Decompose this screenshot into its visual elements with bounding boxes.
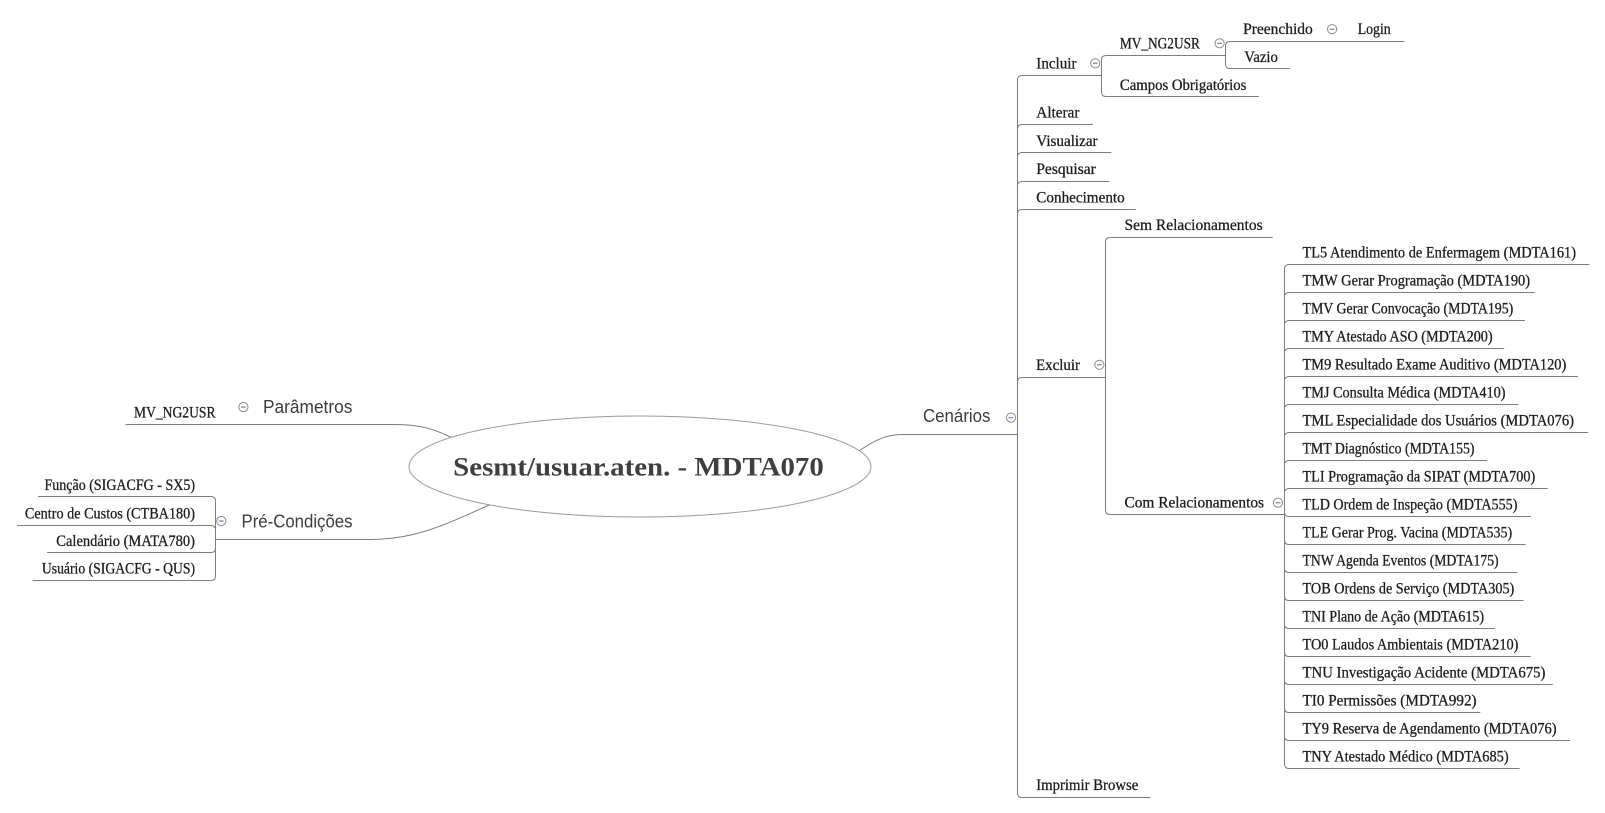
svg-text:Sesmt/usuar.aten. - MDTA070: Sesmt/usuar.aten. - MDTA070 xyxy=(453,453,824,482)
svg-text:MV_NG2USR: MV_NG2USR xyxy=(134,404,216,421)
svg-text:TMJ Consulta Médica (MDTA410): TMJ Consulta Médica (MDTA410) xyxy=(1303,385,1506,402)
svg-text:Campos Obrigatórios: Campos Obrigatórios xyxy=(1120,77,1247,94)
svg-text:MV_NG2USR: MV_NG2USR xyxy=(1120,35,1200,52)
svg-text:Calendário (MATA780): Calendário (MATA780) xyxy=(56,533,195,550)
svg-text:Excluir: Excluir xyxy=(1036,357,1081,374)
svg-text:Pré-Condições: Pré-Condições xyxy=(242,512,353,532)
svg-text:Preenchido: Preenchido xyxy=(1243,21,1313,38)
svg-text:TOB Ordens de Serviço (MDTA305: TOB Ordens de Serviço (MDTA305) xyxy=(1303,581,1515,598)
svg-text:TI0 Permissões (MDTA992): TI0 Permissões (MDTA992) xyxy=(1303,693,1477,710)
svg-text:Incluir: Incluir xyxy=(1036,55,1077,72)
svg-text:Parâmetros: Parâmetros xyxy=(263,397,352,417)
svg-text:Centro de Custos (CTBA180): Centro de Custos (CTBA180) xyxy=(25,506,195,523)
svg-text:TMY Atestado ASO (MDTA200): TMY Atestado ASO (MDTA200) xyxy=(1303,329,1493,346)
svg-text:TNW Agenda Eventos (MDTA175): TNW Agenda Eventos (MDTA175) xyxy=(1303,553,1499,570)
svg-text:TLI Programação da SIPAT (MDTA: TLI Programação da SIPAT (MDTA700) xyxy=(1303,469,1536,486)
svg-text:TLD Ordem de Inspeção (MDTA555: TLD Ordem de Inspeção (MDTA555) xyxy=(1303,497,1518,514)
svg-text:Conhecimento: Conhecimento xyxy=(1036,189,1124,206)
svg-text:Cenários: Cenários xyxy=(923,406,991,426)
svg-text:Visualizar: Visualizar xyxy=(1036,133,1098,150)
svg-text:TNU Investigação Acidente (MDT: TNU Investigação Acidente (MDTA675) xyxy=(1303,665,1546,682)
svg-text:Login: Login xyxy=(1358,21,1391,38)
svg-text:Função (SIGACFG - SX5): Função (SIGACFG - SX5) xyxy=(45,477,196,494)
svg-text:TMW Gerar Programação (MDTA190: TMW Gerar Programação (MDTA190) xyxy=(1303,273,1531,290)
svg-text:Vazio: Vazio xyxy=(1244,49,1278,66)
svg-text:Usuário (SIGACFG - QUS): Usuário (SIGACFG - QUS) xyxy=(42,561,195,578)
svg-text:TMV Gerar Convocação (MDTA195): TMV Gerar Convocação (MDTA195) xyxy=(1303,301,1514,318)
svg-text:TL5 Atendimento de Enfermagem: TL5 Atendimento de Enfermagem (MDTA161) xyxy=(1303,245,1577,262)
svg-text:Imprimir Browse: Imprimir Browse xyxy=(1036,777,1138,794)
svg-text:TLE Gerar Prog. Vacina (MDTA53: TLE Gerar Prog. Vacina (MDTA535) xyxy=(1303,525,1513,542)
svg-text:TML Especialidade dos Usuários: TML Especialidade dos Usuários (MDTA076) xyxy=(1303,413,1575,430)
svg-text:Com Relacionamentos: Com Relacionamentos xyxy=(1125,495,1265,512)
svg-text:TNI Plano de Ação (MDTA615): TNI Plano de Ação (MDTA615) xyxy=(1303,609,1485,626)
svg-text:TY9 Reserva de Agendamento (MD: TY9 Reserva de Agendamento (MDTA076) xyxy=(1303,721,1557,738)
svg-text:TMT Diagnóstico (MDTA155): TMT Diagnóstico (MDTA155) xyxy=(1303,441,1475,458)
svg-text:Alterar: Alterar xyxy=(1036,105,1080,122)
svg-text:Pesquisar: Pesquisar xyxy=(1036,161,1096,178)
svg-text:TO0 Laudos Ambientais (MDTA210: TO0 Laudos Ambientais (MDTA210) xyxy=(1303,637,1519,654)
svg-text:Sem Relacionamentos: Sem Relacionamentos xyxy=(1125,217,1263,234)
svg-text:TM9 Resultado Exame Auditivo (: TM9 Resultado Exame Auditivo (MDTA120) xyxy=(1303,357,1567,374)
svg-text:TNY Atestado Médico (MDTA685): TNY Atestado Médico (MDTA685) xyxy=(1303,749,1509,766)
